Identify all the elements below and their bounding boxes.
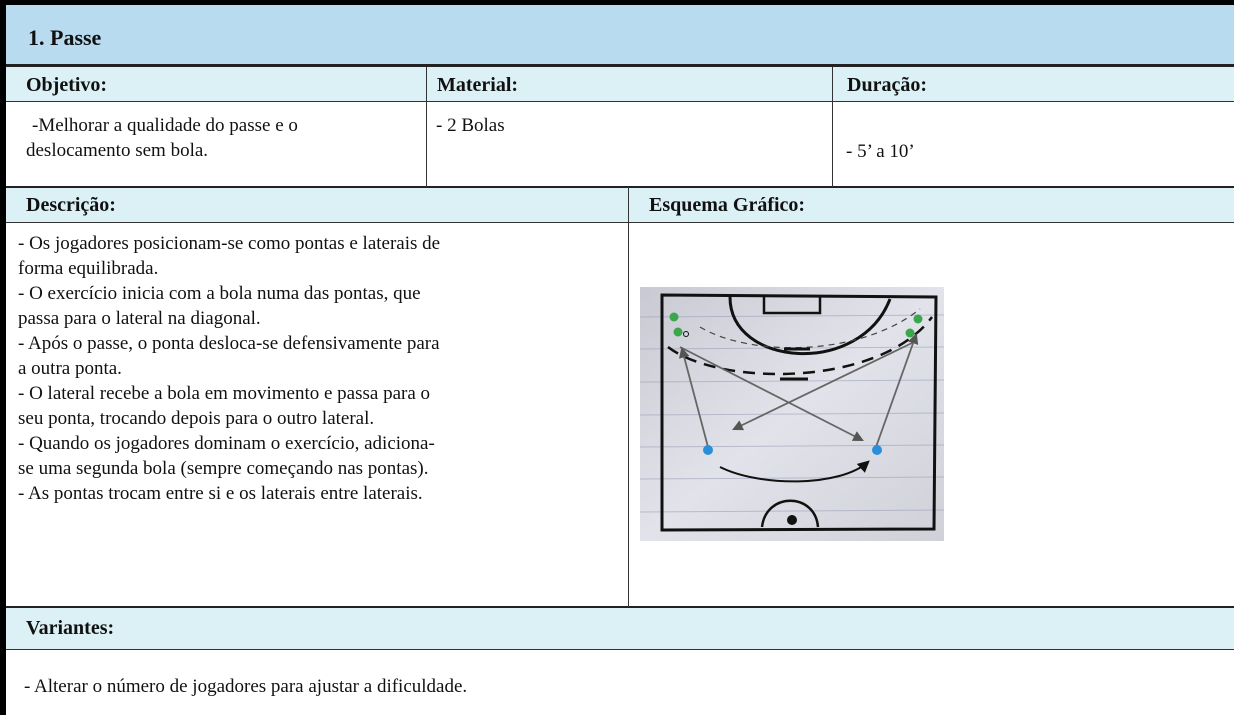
- descricao-header: Descrição:: [6, 187, 626, 222]
- return-pass-arrow: [678, 346, 709, 448]
- variantes-header-label: Variantes:: [26, 617, 115, 639]
- material-header: Material:: [427, 67, 832, 101]
- esquema-header: Esquema Gráfico:: [629, 187, 1229, 222]
- objetivo-header: Objetivo:: [6, 67, 426, 101]
- free-throw-line: [667, 316, 934, 376]
- header-row-1: [6, 67, 1234, 101]
- descricao-header-label: Descrição:: [26, 194, 116, 216]
- goal-area-arc: [728, 296, 892, 356]
- green-player: [669, 312, 679, 322]
- material-header-label: Material:: [437, 74, 519, 96]
- descricao-line: se uma segunda bola (sempre começando na…: [18, 458, 429, 479]
- divider: [628, 187, 629, 607]
- duracao-header-label: Duração:: [847, 74, 927, 96]
- descricao-line: seu ponta, trocando depois para o outro …: [18, 408, 375, 429]
- descricao-line: - O lateral recebe a bola em movimento e…: [18, 383, 431, 404]
- divider: [6, 649, 1234, 650]
- title-row: 1. Passe: [6, 5, 1234, 66]
- green-player: [905, 328, 915, 338]
- variantes-text: - Alterar o número de jogadores para aju…: [24, 676, 468, 697]
- blue-player: [703, 445, 713, 455]
- exercise-title: 1. Passe: [28, 25, 102, 50]
- descricao-line: - Quando os jogadores dominam o exercíci…: [18, 433, 435, 454]
- divider: [6, 606, 1234, 608]
- descricao-line: - Após o passe, o ponta desloca-se defen…: [18, 333, 440, 354]
- return-pass-arrow: [875, 332, 919, 448]
- descricao-line: - O exercício inicia com a bola numa das…: [18, 283, 421, 304]
- left-border: [0, 0, 6, 715]
- court-diagram: [640, 287, 944, 541]
- bottom-goal-dot: [787, 515, 797, 525]
- header-row-2: [6, 187, 1234, 222]
- objetivo-line-2: deslocamento sem bola.: [26, 140, 209, 161]
- esquema-header-label: Esquema Gráfico:: [649, 194, 806, 216]
- descricao-text: - Os jogadores posicionam-se como pontas…: [18, 231, 628, 601]
- movement-dashed-path: [699, 308, 921, 349]
- diagonal-pass-arrow: [732, 341, 915, 431]
- objetivo-text: -Melhorar a qualidade do passe e o deslo…: [26, 113, 426, 173]
- divider: [6, 186, 1234, 188]
- divider: [6, 101, 1234, 102]
- objetivo-header-label: Objetivo:: [26, 74, 108, 96]
- divider: [832, 67, 833, 187]
- descricao-line: passa para o lateral na diagonal.: [18, 308, 261, 329]
- descricao-line: - Os jogadores posicionam-se como pontas…: [18, 233, 441, 254]
- descricao-line: a outra ponta.: [18, 358, 122, 379]
- descricao-line: forma equilibrada.: [18, 258, 159, 279]
- court-outline: [660, 293, 938, 532]
- descricao-line: - As pontas trocam entre si e os laterai…: [18, 483, 423, 504]
- top-goal: [762, 297, 822, 315]
- variantes-header: Variantes:: [6, 607, 1234, 649]
- bottom-goal-area: [760, 499, 820, 528]
- green-player: [673, 327, 683, 337]
- ball: [683, 331, 689, 337]
- divider: [6, 222, 1234, 223]
- duracao-header: Duração:: [833, 67, 1233, 101]
- green-player: [913, 314, 923, 324]
- objetivo-line-1: -Melhorar a qualidade do passe e o: [32, 115, 298, 136]
- blue-player: [872, 445, 882, 455]
- material-text: - 2 Bolas: [436, 115, 505, 136]
- diagonal-pass-arrow: [679, 346, 864, 441]
- divider: [426, 67, 427, 187]
- duracao-text: - 5’ a 10’: [846, 141, 915, 162]
- lateral-switch-arrow: [719, 460, 870, 483]
- top-border: [0, 0, 1234, 5]
- divider: [6, 66, 1234, 67]
